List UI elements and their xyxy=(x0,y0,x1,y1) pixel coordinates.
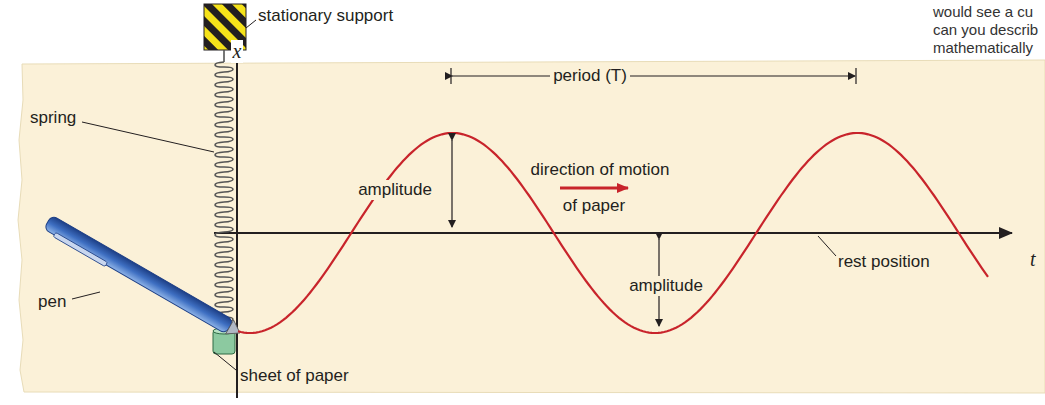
spring-winding xyxy=(215,192,233,202)
part-label: spring xyxy=(30,108,76,128)
spring-winding xyxy=(215,82,233,92)
spring-winding xyxy=(215,272,233,282)
period-tick xyxy=(855,68,856,84)
spring-winding xyxy=(215,232,233,242)
spring-winding xyxy=(215,172,233,182)
amplitude-arrow xyxy=(451,140,452,227)
paper-sheet xyxy=(18,60,1045,393)
axis-label: t xyxy=(1030,248,1036,271)
spring-winding xyxy=(215,252,233,262)
part-label: sheet of paper xyxy=(240,366,349,386)
t-axis xyxy=(214,232,1012,234)
period-tick xyxy=(450,68,451,84)
trace-curve xyxy=(238,133,988,333)
x-axis xyxy=(236,52,238,398)
body-text: can you describ xyxy=(933,21,1038,38)
spring-winding xyxy=(215,262,233,272)
spring-winding xyxy=(215,62,233,72)
part-label: pen xyxy=(38,292,66,312)
period-bracket xyxy=(452,75,855,76)
spring-winding xyxy=(215,132,233,142)
direction-label: of paper xyxy=(560,196,628,216)
body-text: would see a cu xyxy=(933,3,1033,20)
direction-arrow xyxy=(560,187,628,190)
body-text: mathematically xyxy=(933,39,1033,56)
leader-line xyxy=(82,122,214,152)
pen xyxy=(43,215,244,342)
spring-coil xyxy=(215,62,233,322)
axis-label: x xyxy=(231,40,244,63)
spring-winding xyxy=(215,282,233,292)
spring-winding xyxy=(215,102,233,112)
spring-winding xyxy=(215,152,233,162)
leader-line xyxy=(818,236,836,256)
spring-hook xyxy=(223,50,225,62)
leader-line xyxy=(246,20,256,28)
leader-line xyxy=(214,352,236,370)
axis-label: rest position xyxy=(838,252,930,272)
spring-winding xyxy=(215,202,233,212)
spring-winding xyxy=(215,242,233,252)
spring-winding xyxy=(215,92,233,102)
spring-winding xyxy=(215,182,233,192)
dimension-label: period (T) xyxy=(550,66,630,86)
spring-winding xyxy=(215,222,233,232)
spring-winding xyxy=(215,162,233,172)
spring-winding xyxy=(215,292,233,302)
dimension-label: amplitude xyxy=(355,180,435,200)
leader-line xyxy=(72,292,100,299)
dimension-label: amplitude xyxy=(626,276,706,296)
part-label: stationary support xyxy=(258,6,393,26)
spring-winding xyxy=(215,122,233,132)
spring-winding xyxy=(215,142,233,152)
spring-winding xyxy=(215,112,233,122)
spring-winding xyxy=(215,212,233,222)
direction-label: direction of motion xyxy=(528,160,673,180)
spring-winding xyxy=(215,72,233,82)
